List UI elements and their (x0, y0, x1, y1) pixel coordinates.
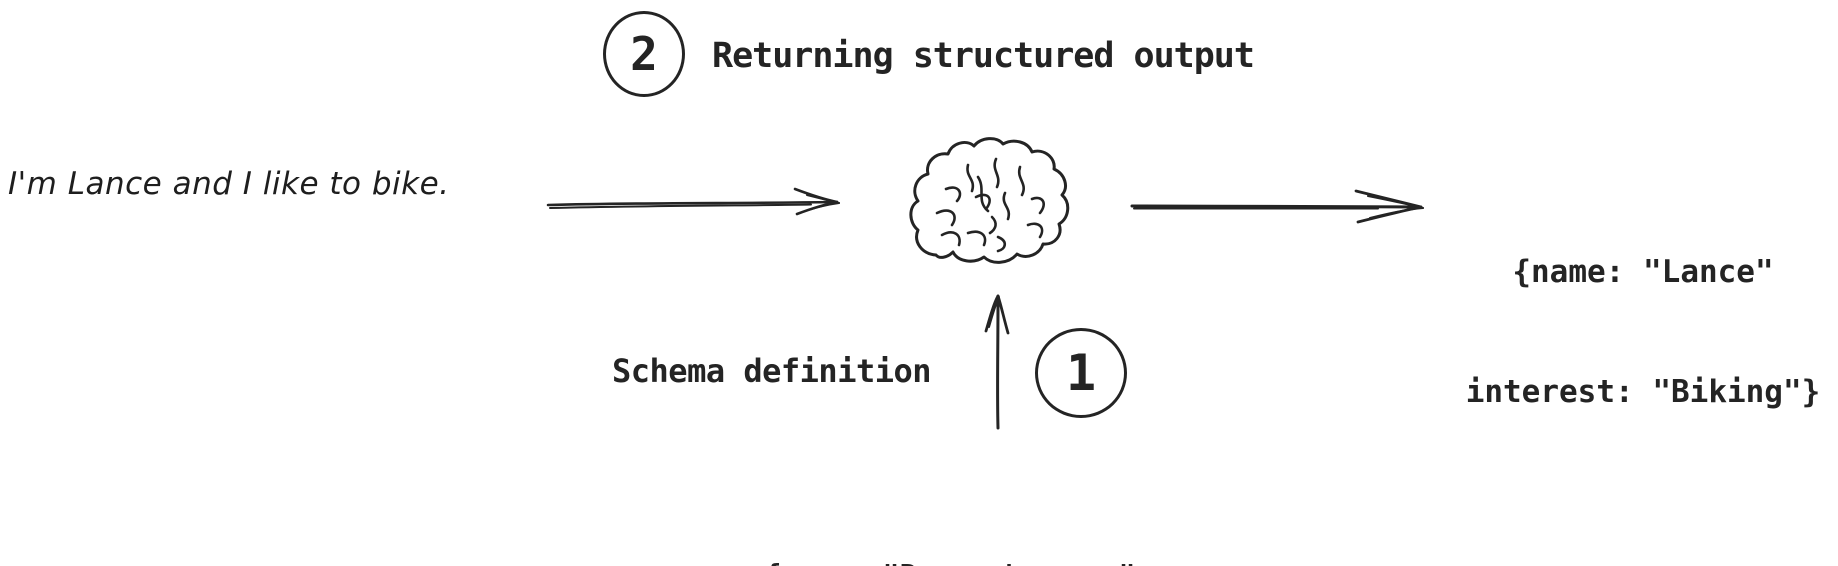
step-1-label: Schema definition (612, 352, 932, 390)
arrow-right-icon (546, 187, 840, 216)
arrow-right-icon (1130, 189, 1424, 224)
structured-output-line-2: interest: "Biking"} (1465, 374, 1821, 410)
step-2-badge: 2 (603, 11, 685, 97)
structured-output-line-1: {name: "Lance" (1512, 254, 1774, 290)
brain-icon (909, 137, 1070, 264)
step-2-label: Returning structured output (712, 36, 1255, 76)
schema-definition-text: {name: "Person's name" interest: "Person… (635, 475, 1265, 566)
schema-definition-line-1: {name: "Person's name" (635, 555, 1265, 566)
step-1-number: 1 (1065, 344, 1097, 402)
input-message-text: I'm Lance and I like to bike. (8, 166, 450, 202)
step-2-number: 2 (630, 27, 658, 81)
arrow-up-icon (984, 294, 1010, 430)
structured-output-text: {name: "Lance" interest: "Biking"} (1448, 172, 1838, 492)
step-1-badge: 1 (1035, 328, 1127, 418)
